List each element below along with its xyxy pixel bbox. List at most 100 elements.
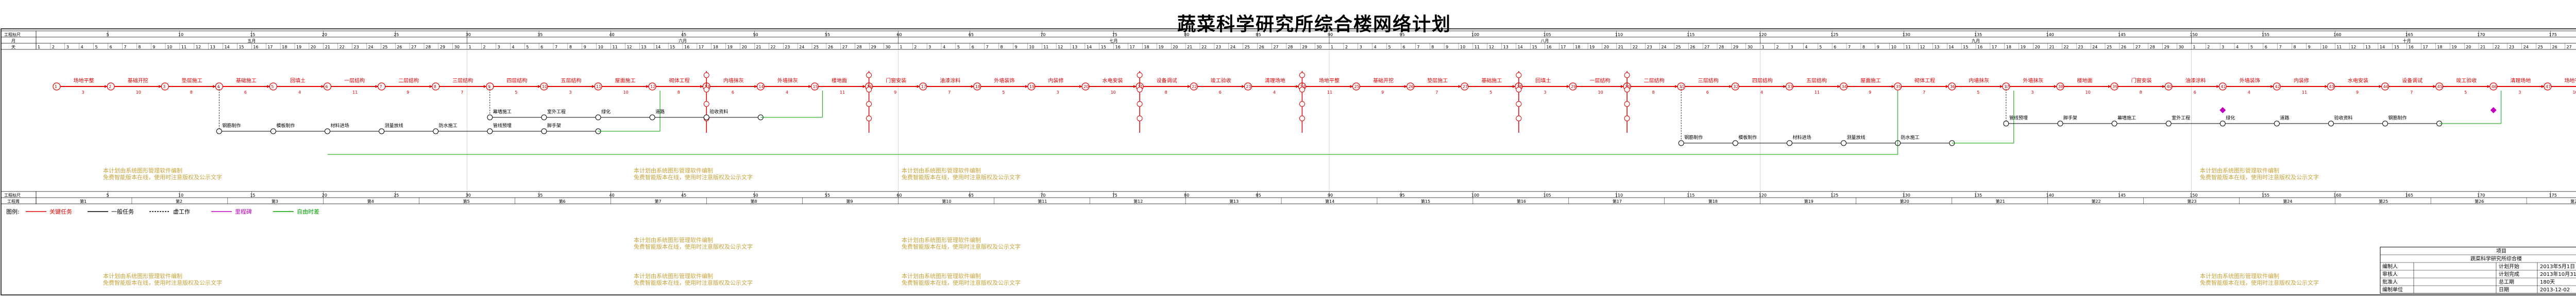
event-node bbox=[2327, 82, 2335, 91]
event-node bbox=[2273, 82, 2281, 91]
arrow-head bbox=[808, 85, 811, 88]
day-number: 3 bbox=[1360, 45, 1362, 49]
day-number: 16 bbox=[253, 45, 258, 49]
task-duration: 7 bbox=[1435, 90, 1438, 95]
task-duration: 3 bbox=[1544, 90, 1546, 95]
scale-number: 160 bbox=[2333, 32, 2341, 37]
event-node bbox=[594, 82, 602, 91]
stack-node bbox=[1516, 101, 1522, 107]
day-number: 2 bbox=[1345, 45, 1348, 49]
day-number: 18 bbox=[2006, 45, 2011, 49]
day-number: 2 bbox=[914, 45, 917, 49]
event-number: 12 bbox=[650, 84, 655, 89]
normal-node bbox=[703, 114, 709, 120]
normal-task-label: 材料进场 bbox=[331, 123, 349, 129]
day-number: 21 bbox=[756, 45, 761, 49]
footer-scale-number: 90 bbox=[1328, 193, 1333, 198]
event-number: 46 bbox=[2492, 84, 2497, 89]
week-label: 第20 bbox=[1900, 199, 1909, 204]
day-number: 22 bbox=[340, 45, 345, 49]
arrow-head bbox=[1566, 85, 1569, 88]
task-duration: 9 bbox=[1381, 90, 1384, 95]
normal-task-label: 幕墙施工 bbox=[493, 109, 512, 115]
stack-node bbox=[1516, 115, 1522, 121]
scale-number: 75 bbox=[1112, 32, 1117, 37]
stack-node bbox=[1624, 86, 1630, 93]
event-node bbox=[1839, 82, 1848, 91]
task-duration: 6 bbox=[244, 90, 247, 95]
watermark-line2: 免费智能版本在线，使用时注意版权及公示文字 bbox=[902, 243, 1021, 250]
normal-node bbox=[1841, 140, 1847, 146]
arrow-head bbox=[862, 85, 866, 88]
task-duration: 9 bbox=[2356, 90, 2359, 95]
week-label: 第12 bbox=[1133, 199, 1143, 204]
event-number: 36 bbox=[1950, 84, 1955, 89]
stack-node bbox=[1299, 72, 1305, 78]
event-node bbox=[540, 82, 548, 91]
day-number: 1 bbox=[1331, 45, 1333, 49]
arrow-head bbox=[159, 85, 162, 88]
day-number: 26 bbox=[1259, 45, 1264, 49]
event-number: 43 bbox=[2329, 84, 2334, 89]
arrow-head bbox=[1242, 85, 1245, 88]
day-number: 6 bbox=[972, 45, 974, 49]
day-number: 25 bbox=[2538, 45, 2543, 49]
event-node bbox=[2435, 82, 2444, 91]
watermark-line2: 免费智能版本在线，使用时注意版权及公示文字 bbox=[2200, 279, 2319, 286]
event-number: 10 bbox=[542, 84, 547, 89]
day-number: 29 bbox=[1733, 45, 1738, 49]
event-node bbox=[973, 82, 981, 91]
watermark-line2: 免费智能版本在线，使用时注意版权及公示文字 bbox=[634, 173, 753, 181]
day-number: 20 bbox=[2035, 45, 2040, 49]
event-node bbox=[1785, 82, 1794, 91]
event-number: 38 bbox=[2058, 84, 2063, 89]
normal-task-label: 防水施工 bbox=[439, 123, 457, 129]
title-block-cell: 2013年10月31日 bbox=[2540, 271, 2576, 277]
event-node bbox=[1352, 82, 1361, 91]
event-node bbox=[2218, 82, 2227, 91]
day-number: 21 bbox=[2049, 45, 2054, 49]
footer-scale-number: 55 bbox=[825, 193, 830, 198]
normal-node bbox=[487, 114, 493, 120]
arrow-head bbox=[646, 85, 649, 88]
scale-number: 60 bbox=[896, 32, 902, 37]
watermark-line1: 本计划由系统图形管理软件编制 bbox=[2200, 272, 2279, 279]
stack-node bbox=[703, 72, 709, 78]
arrow-head bbox=[1079, 85, 1082, 88]
arrow-head bbox=[971, 85, 974, 88]
critical-task-label: 一层结构 bbox=[344, 77, 365, 84]
normal-node bbox=[2165, 120, 2172, 127]
day-number: 25 bbox=[382, 45, 387, 49]
critical-task-label: 内装修 bbox=[2294, 77, 2309, 84]
footer-label-scale: 工程标尺 bbox=[4, 193, 21, 198]
day-number: 13 bbox=[1503, 45, 1509, 49]
critical-task-label: 内墙抹灰 bbox=[723, 77, 744, 84]
stack-node bbox=[1137, 86, 1143, 93]
footer-scale-number: 115 bbox=[1687, 193, 1694, 198]
day-number: 15 bbox=[670, 45, 675, 49]
event-node bbox=[756, 82, 765, 91]
day-number: 27 bbox=[2566, 45, 2571, 49]
normal-node bbox=[649, 114, 655, 120]
normal-node bbox=[1678, 140, 1684, 146]
day-number: 20 bbox=[2466, 45, 2471, 49]
day-number: 19 bbox=[296, 45, 301, 49]
critical-task-label: 一层结构 bbox=[1590, 77, 1611, 84]
task-duration: 9 bbox=[1869, 90, 1871, 95]
day-number: 4 bbox=[1805, 45, 1807, 49]
day-number: 22 bbox=[2063, 45, 2069, 49]
normal-task-label: 模板制作 bbox=[276, 123, 295, 129]
arrow-head bbox=[2433, 85, 2436, 88]
day-number: 23 bbox=[2078, 45, 2083, 49]
arrow-head bbox=[700, 85, 703, 88]
event-node bbox=[2489, 82, 2498, 91]
title-block-cell: 审核人 bbox=[2382, 271, 2398, 277]
day-number: 15 bbox=[1532, 45, 1537, 49]
footer-scale-number: 155 bbox=[2262, 193, 2269, 198]
arrow-head bbox=[105, 85, 108, 88]
footer-scale-number: 85 bbox=[1256, 193, 1261, 198]
critical-task-label: 回填土 bbox=[290, 77, 306, 84]
normal-node bbox=[325, 128, 331, 134]
normal-node bbox=[595, 114, 601, 120]
watermark-line1: 本计划由系统图形管理软件编制 bbox=[103, 272, 182, 279]
